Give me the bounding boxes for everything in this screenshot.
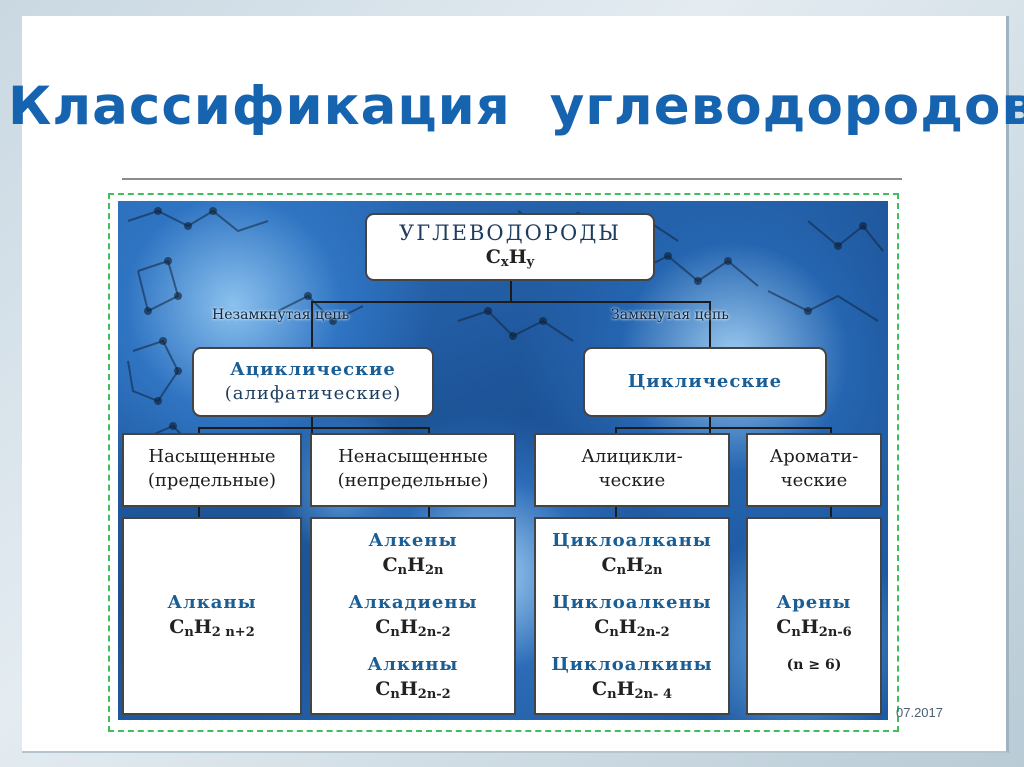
connector: [615, 507, 617, 517]
branch-label-closed-chain: Замкнутая цепь: [611, 307, 729, 323]
connector: [830, 507, 832, 517]
class-name-alkanes: Алканы: [167, 592, 257, 613]
formula-alkadienes: CnH2n-2: [375, 616, 451, 640]
class-box-alkanes: Алканы CnH2 n+2: [122, 517, 302, 715]
diagram-frame: УГЛЕВОДОРОДЫ CxHy Незамкнутая цепь Замкн…: [108, 193, 899, 732]
branch-label-open-chain: Незамкнутая цепь: [212, 307, 350, 323]
class-name-cycloalkanes: Циклоалканы: [552, 530, 712, 551]
group-alicyclic: Алицикли- ческие: [534, 433, 730, 507]
class-box-alicyclic: Циклоалканы CnH2n Циклоалкены CnH2n-2 Ци…: [534, 517, 730, 715]
connector: [198, 507, 200, 517]
connector: [830, 427, 832, 435]
group-saturated-line2: (предельные): [147, 470, 277, 491]
connector: [311, 301, 711, 303]
connector: [709, 415, 711, 433]
connector: [709, 301, 711, 347]
formula-alkanes: CnH2 n+2: [169, 616, 255, 640]
diagram-background: УГЛЕВОДОРОДЫ CxHy Незамкнутая цепь Замкн…: [118, 201, 888, 720]
cyclic-title: Циклические: [627, 371, 783, 392]
connector: [311, 415, 313, 433]
group-alicyclic-line1: Алицикли-: [581, 446, 683, 467]
class-name-arenes: Арены: [776, 592, 852, 613]
class-name-alkadienes: Алкадиены: [348, 592, 478, 613]
formula-cycloalkenes: CnH2n-2: [594, 616, 670, 640]
root-node: УГЛЕВОДОРОДЫ CxHy: [365, 213, 655, 281]
class-box-arenes: Арены CnH2n-6 (n ≥ 6): [746, 517, 882, 715]
group-saturated: Насыщенные (предельные): [122, 433, 302, 507]
connector: [198, 427, 428, 429]
acyclic-node: Ациклические (алифатические): [192, 347, 434, 417]
group-unsaturated-line1: Ненасыщенные: [338, 446, 488, 467]
title-divider: [122, 178, 902, 180]
connector: [615, 427, 617, 435]
slide-date: 07.2017: [896, 705, 943, 720]
group-unsaturated: Ненасыщенные (непредельные): [310, 433, 516, 507]
formula-cycloalkynes: CnH2n- 4: [592, 678, 672, 702]
group-unsaturated-line2: (непредельные): [337, 470, 489, 491]
group-alicyclic-line2: ческие: [598, 470, 666, 491]
class-name-alkynes: Алкины: [367, 654, 459, 675]
cyclic-node: Циклические: [583, 347, 827, 417]
group-saturated-line1: Насыщенные: [148, 446, 276, 467]
slide-title: Классификация углеводородов: [8, 76, 1024, 137]
arenes-condition: (n ≥ 6): [786, 657, 842, 673]
connector: [428, 507, 430, 517]
root-title: УГЛЕВОДОРОДЫ: [399, 221, 621, 245]
connector: [198, 427, 200, 435]
class-name-alkenes: Алкены: [368, 530, 458, 551]
connector: [428, 427, 430, 435]
acyclic-subtitle: (алифатические): [224, 383, 402, 404]
connector: [311, 301, 313, 347]
formula-cycloalkanes: CnH2n: [601, 554, 663, 578]
connector: [615, 427, 830, 429]
formula-alkenes: CnH2n: [382, 554, 444, 578]
group-aromatic-line1: Аромати-: [769, 446, 859, 467]
class-box-unsaturated: Алкены CnH2n Алкадиены CnH2n-2 Алкины Cn…: [310, 517, 516, 715]
group-aromatic: Аромати- ческие: [746, 433, 882, 507]
connector: [510, 279, 512, 301]
class-name-cycloalkynes: Циклоалкины: [551, 654, 713, 675]
acyclic-title: Ациклические: [230, 359, 396, 380]
root-formula: CxHy: [485, 246, 535, 270]
formula-arenes: CnH2n-6: [776, 616, 852, 640]
group-aromatic-line2: ческие: [780, 470, 848, 491]
formula-alkynes: CnH2n-2: [375, 678, 451, 702]
class-name-cycloalkenes: Циклоалкены: [552, 592, 712, 613]
